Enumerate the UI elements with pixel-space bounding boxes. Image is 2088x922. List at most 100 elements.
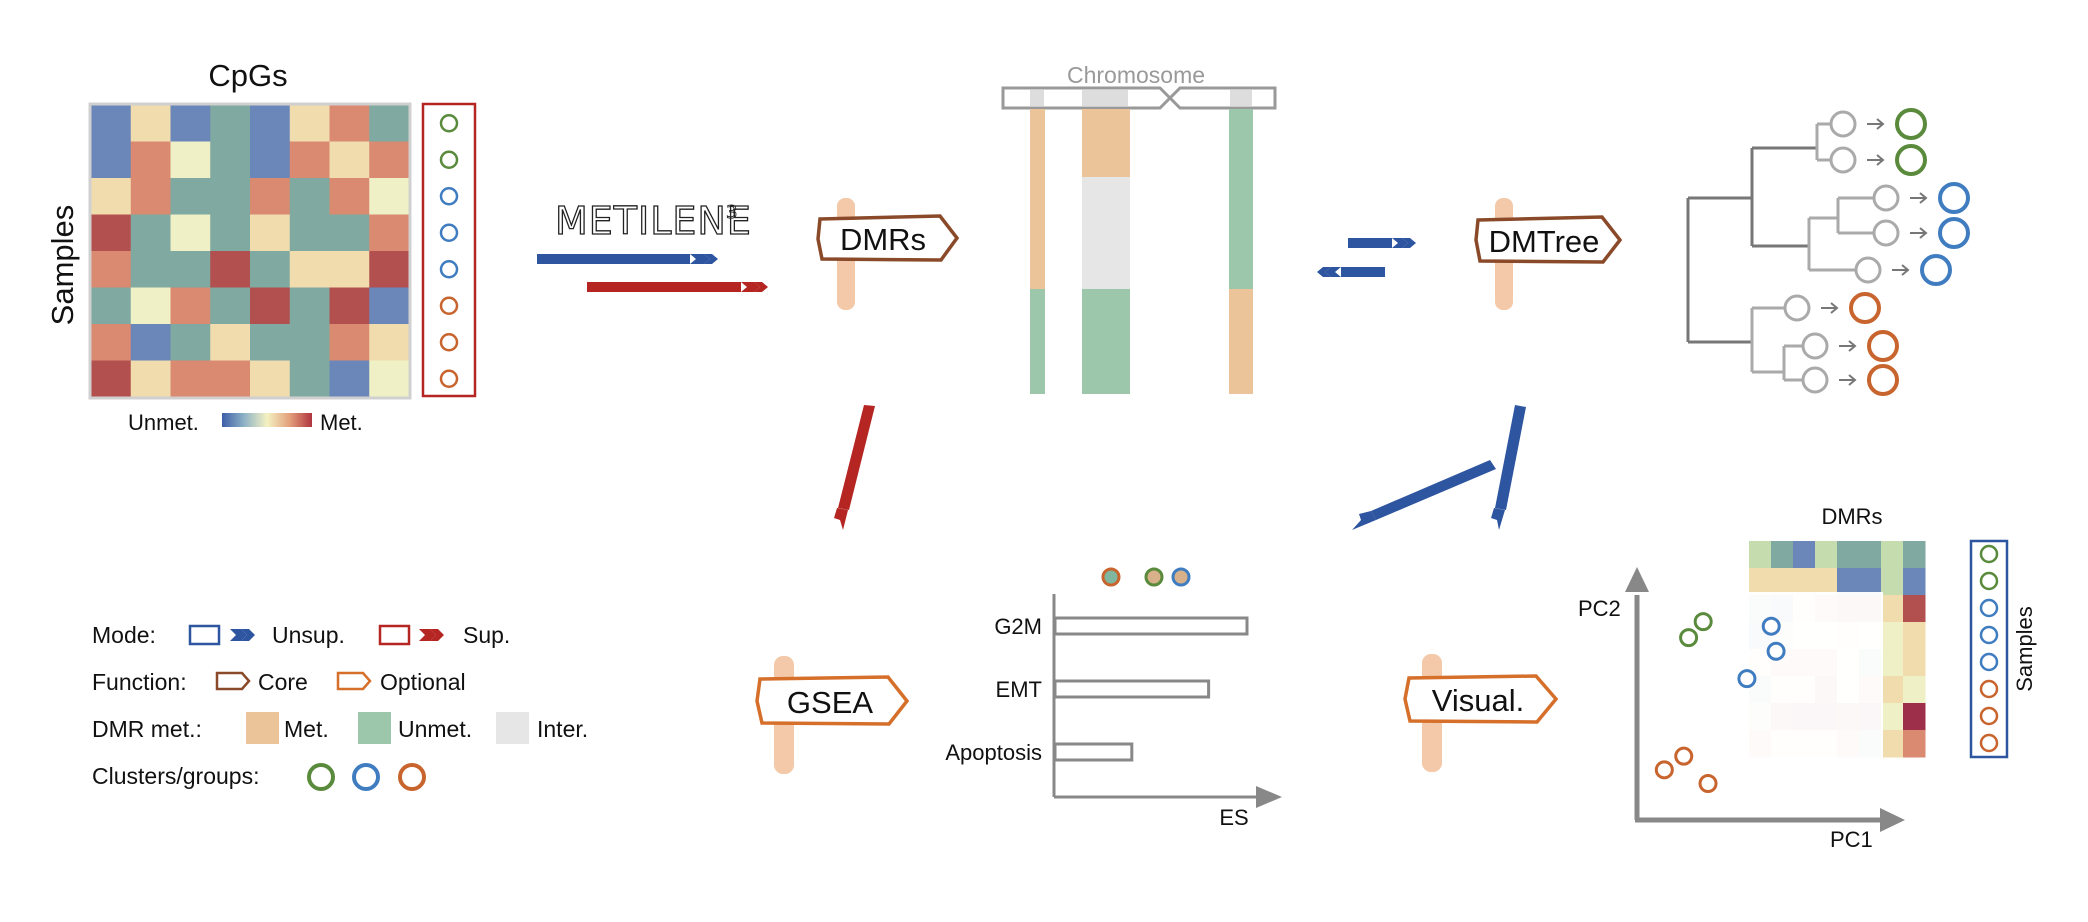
pca-heat-cell — [1903, 595, 1926, 623]
pca-sample-blue-icon — [1979, 598, 1999, 618]
heatmap-cell — [329, 360, 370, 398]
heatmap-cell — [130, 214, 171, 252]
heatmap-cell — [289, 324, 330, 361]
heatmap-cell — [210, 178, 251, 215]
cluster-green-icon — [1895, 108, 1927, 140]
heatmap-cell — [130, 141, 171, 179]
heatmap-cell — [91, 105, 132, 142]
dmrs-sign[interactable]: DMRs — [816, 198, 960, 310]
pca-point-orange — [1654, 760, 1674, 780]
gsea-sign[interactable]: GSEA — [755, 656, 910, 774]
pca-heat-cell — [1793, 568, 1816, 596]
heatmap-cell — [130, 251, 171, 288]
heatmap-cell — [130, 105, 171, 142]
arrow-to-gsea — [834, 405, 875, 530]
pca-heat-cell — [1881, 595, 1904, 623]
heatmap-cell — [329, 178, 370, 215]
pca-point-blue — [1737, 669, 1757, 689]
heatmap-cell — [329, 287, 370, 325]
leaf-node-icon — [1783, 294, 1811, 322]
cluster-orange-icon — [1849, 292, 1881, 324]
legend-cluster-blue-icon — [352, 763, 380, 791]
cluster-orange-icon — [1867, 364, 1899, 396]
pca-heat-cell — [1881, 649, 1904, 677]
heatmap-cell — [289, 214, 330, 252]
dmr-track-1 — [1030, 109, 1045, 394]
pca-sample-circles — [1979, 544, 1999, 753]
arrow-right-icon — [1910, 227, 1928, 239]
visual-sign[interactable]: Visual. — [1403, 654, 1559, 772]
legend-cluster-orange-icon — [398, 763, 426, 791]
pca-point-blue — [1766, 641, 1786, 661]
legend-dmr-label: DMR met.: — [92, 716, 202, 742]
heatmap-cell — [289, 360, 330, 398]
pca-heat-cell — [1749, 568, 1772, 596]
group-green-icon — [439, 114, 459, 133]
heatmap-cell — [91, 178, 132, 215]
visual-sign-label: Visual. — [1432, 683, 1525, 718]
legend-sup: Sup. — [463, 622, 510, 648]
cluster-blue-icon — [1938, 217, 1970, 249]
heatmap-cell — [250, 360, 291, 398]
gsea-bar — [1053, 679, 1211, 699]
chromosome-label: Chromosome — [1067, 62, 1205, 88]
pca-x-arrowhead — [1880, 808, 1905, 832]
pca-heat-cell — [1881, 541, 1904, 569]
group-orange-icon — [439, 333, 459, 352]
pca-heat-cell — [1859, 568, 1882, 596]
heatmap-cell — [170, 141, 211, 179]
pca-heat-cell — [1881, 676, 1904, 704]
group-blue-icon — [439, 223, 459, 242]
pca-heat-cell — [1837, 541, 1860, 569]
pca-point-orange — [1674, 746, 1694, 766]
heatmap-cell — [170, 105, 211, 142]
pca-title: DMRs — [1821, 504, 1882, 529]
legend-unsup: Unsup. — [272, 622, 345, 648]
heatmap-cell — [170, 287, 211, 325]
scale-low-label: Unmet. — [128, 410, 199, 435]
pca-sample-orange-icon — [1979, 733, 1999, 753]
heatmap-cell — [289, 178, 330, 215]
group-dot-orange-green-icon — [1101, 567, 1121, 587]
heatmap-group-circles — [439, 114, 459, 388]
heatmap-cell — [250, 178, 291, 215]
heatmap-cell — [130, 287, 171, 325]
heatmap-cell — [369, 360, 410, 398]
pca-points — [1654, 612, 1786, 794]
group-orange-icon — [439, 296, 459, 315]
gsea-term-label: Apoptosis — [945, 740, 1042, 765]
heatmap-cell — [170, 214, 211, 252]
pca-heat-cell — [1903, 541, 1926, 569]
arrow-right-icon — [1839, 340, 1857, 352]
leaf-node-icon — [1801, 366, 1829, 394]
pca-point-blue — [1761, 616, 1781, 636]
pca-heat-cell — [1771, 568, 1794, 596]
heatmap-ylabel: Samples — [45, 205, 80, 326]
legend-inter: Inter. — [537, 716, 588, 742]
heatmap-cell — [329, 105, 370, 142]
heatmap-frame — [88, 102, 412, 400]
arrow-right-icon — [1867, 154, 1885, 166]
unsupervised-arrow — [537, 254, 718, 264]
heatmap-cell — [91, 141, 132, 179]
pca-sample-blue-icon — [1979, 652, 1999, 672]
arrow-right-icon — [1839, 374, 1857, 386]
group-orange-icon — [439, 369, 459, 388]
heatmap-cell — [250, 287, 291, 325]
legend-clusters-label: Clusters/groups: — [92, 763, 259, 789]
pca-heat-cell — [1881, 703, 1904, 731]
heatmap-cell — [329, 141, 370, 179]
arrow-to-gsea-from-dmtree — [1352, 460, 1496, 530]
heatmap-cell — [210, 360, 251, 398]
pca-sample-orange-icon — [1979, 679, 1999, 699]
pca-heat-cell — [1903, 730, 1926, 758]
heatmap-cell — [289, 251, 330, 288]
dmrs-sign-label: DMRs — [840, 222, 926, 257]
cluster-blue-icon — [1938, 182, 1970, 214]
dmtree-sign[interactable]: DMTree — [1474, 198, 1623, 310]
pca-xlabel: PC1 — [1830, 827, 1873, 852]
legend-mode-label: Mode: — [92, 622, 156, 648]
legend-unmet: Unmet. — [398, 716, 472, 742]
pca-heat-cell — [1881, 568, 1904, 596]
